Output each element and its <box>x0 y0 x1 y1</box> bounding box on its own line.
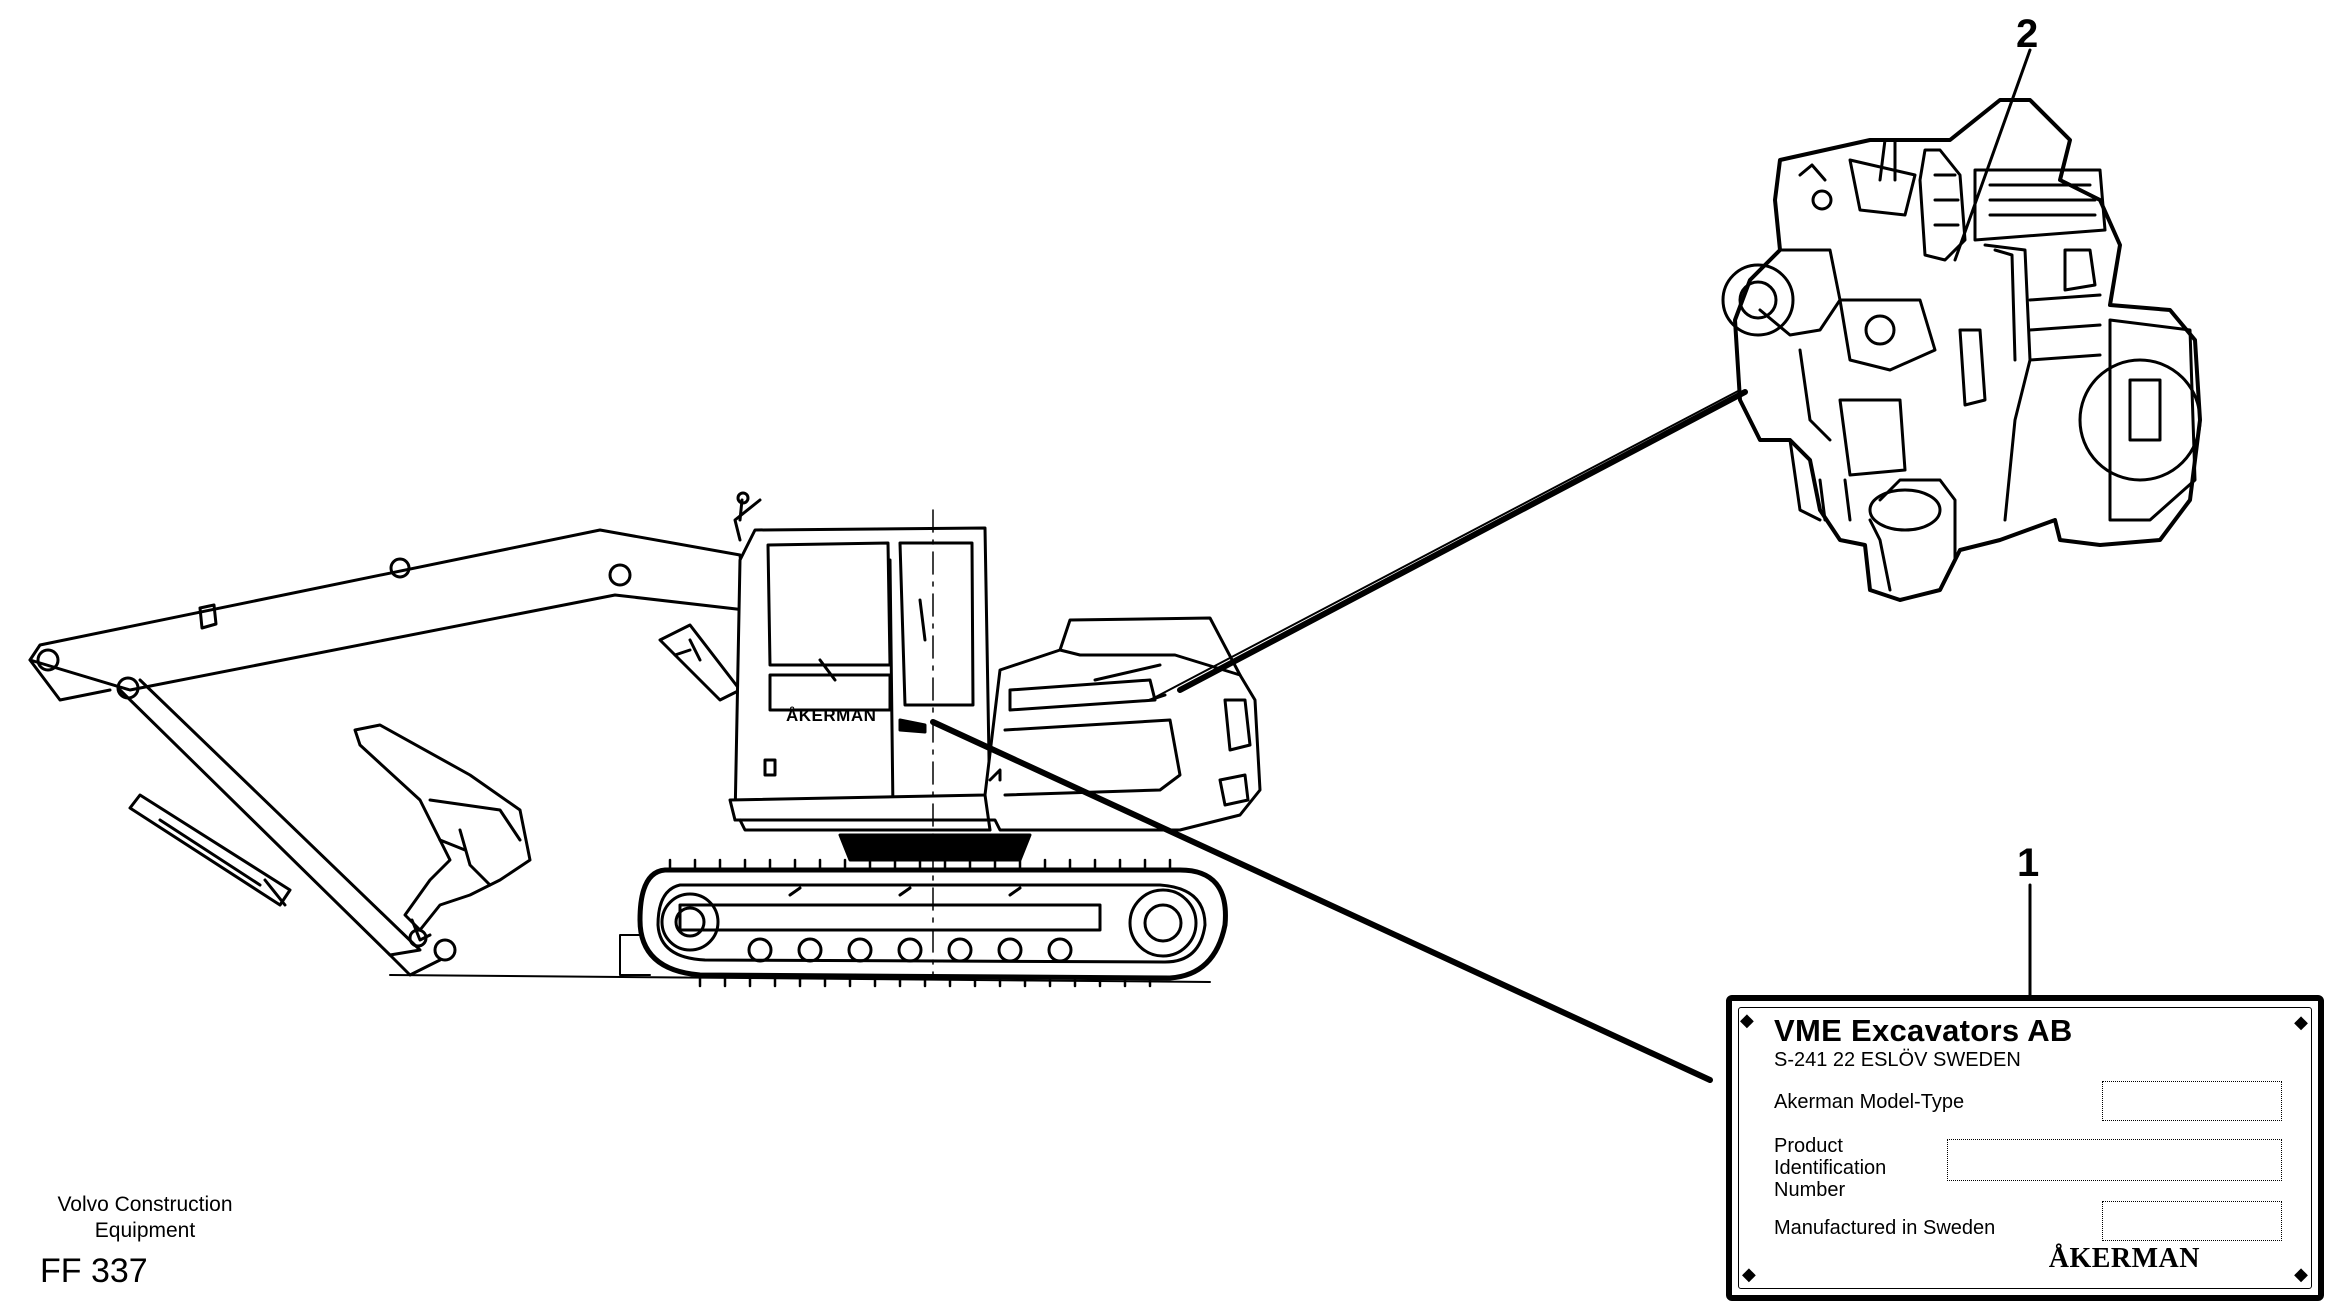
excavator-bucket <box>353 723 532 942</box>
footer-company-line2: Equipment <box>94 1219 196 1242</box>
plate-company-name: VME Excavators AB <box>1774 1013 2073 1048</box>
plate-field-box-manufactured <box>2102 1201 2282 1241</box>
figure-code: FF 337 <box>40 1252 148 1290</box>
callout-number-1: 1 <box>2017 841 2040 885</box>
plate-field-label-pin-line2: Identification <box>1774 1157 1887 1179</box>
plate-inner-border <box>1738 1007 2312 1289</box>
plate-field-label-pin-line1: Product <box>1774 1135 1843 1157</box>
leader-plate <box>930 719 1713 1083</box>
callout-number-2: 2 <box>2016 12 2039 56</box>
excavator-boom <box>28 498 762 977</box>
plate-brand-logo: ÅKERMAN <box>2048 1243 2200 1274</box>
screw-icon: ◆ <box>2294 1264 2308 1284</box>
plate-address: S-241 22 ESLÖV SWEDEN <box>1774 1049 2021 1071</box>
leader-engine-bold <box>1177 389 1748 693</box>
excavator-cab <box>733 491 992 822</box>
excavator-track <box>619 867 1228 981</box>
footer-company: Volvo Construction Equipment <box>40 1192 250 1244</box>
plate-field-box-pin <box>1947 1139 2282 1181</box>
plate-field-label-manufactured: Manufactured in Sweden <box>1774 1217 1996 1239</box>
screw-icon: ◆ <box>1740 1010 1754 1030</box>
leader-engine <box>1149 389 1741 701</box>
excavator-swing-ring <box>838 833 1032 862</box>
screw-icon: ◆ <box>2294 1012 2308 1032</box>
plate-field-label-model: Akerman Model-Type <box>1774 1091 1965 1113</box>
screw-icon: ◆ <box>1742 1264 1756 1284</box>
plate-field-label-pin-line3: Number <box>1774 1179 1846 1201</box>
leader-lines <box>930 48 2032 1083</box>
cab-brand-decal: ÅKERMAN <box>786 706 877 725</box>
track-shoes <box>668 858 1172 988</box>
excavator-upper-body <box>728 616 1262 832</box>
identification-plate: ◆ ◆ ◆ ◆ VME Excavators AB S-241 22 ESLÖV… <box>1726 995 2324 1301</box>
plate-field-box-model <box>2102 1081 2282 1121</box>
engine-illustration <box>1721 98 2202 602</box>
footer-company-line1: Volvo Construction <box>57 1193 233 1216</box>
leader-2 <box>1953 48 2032 262</box>
